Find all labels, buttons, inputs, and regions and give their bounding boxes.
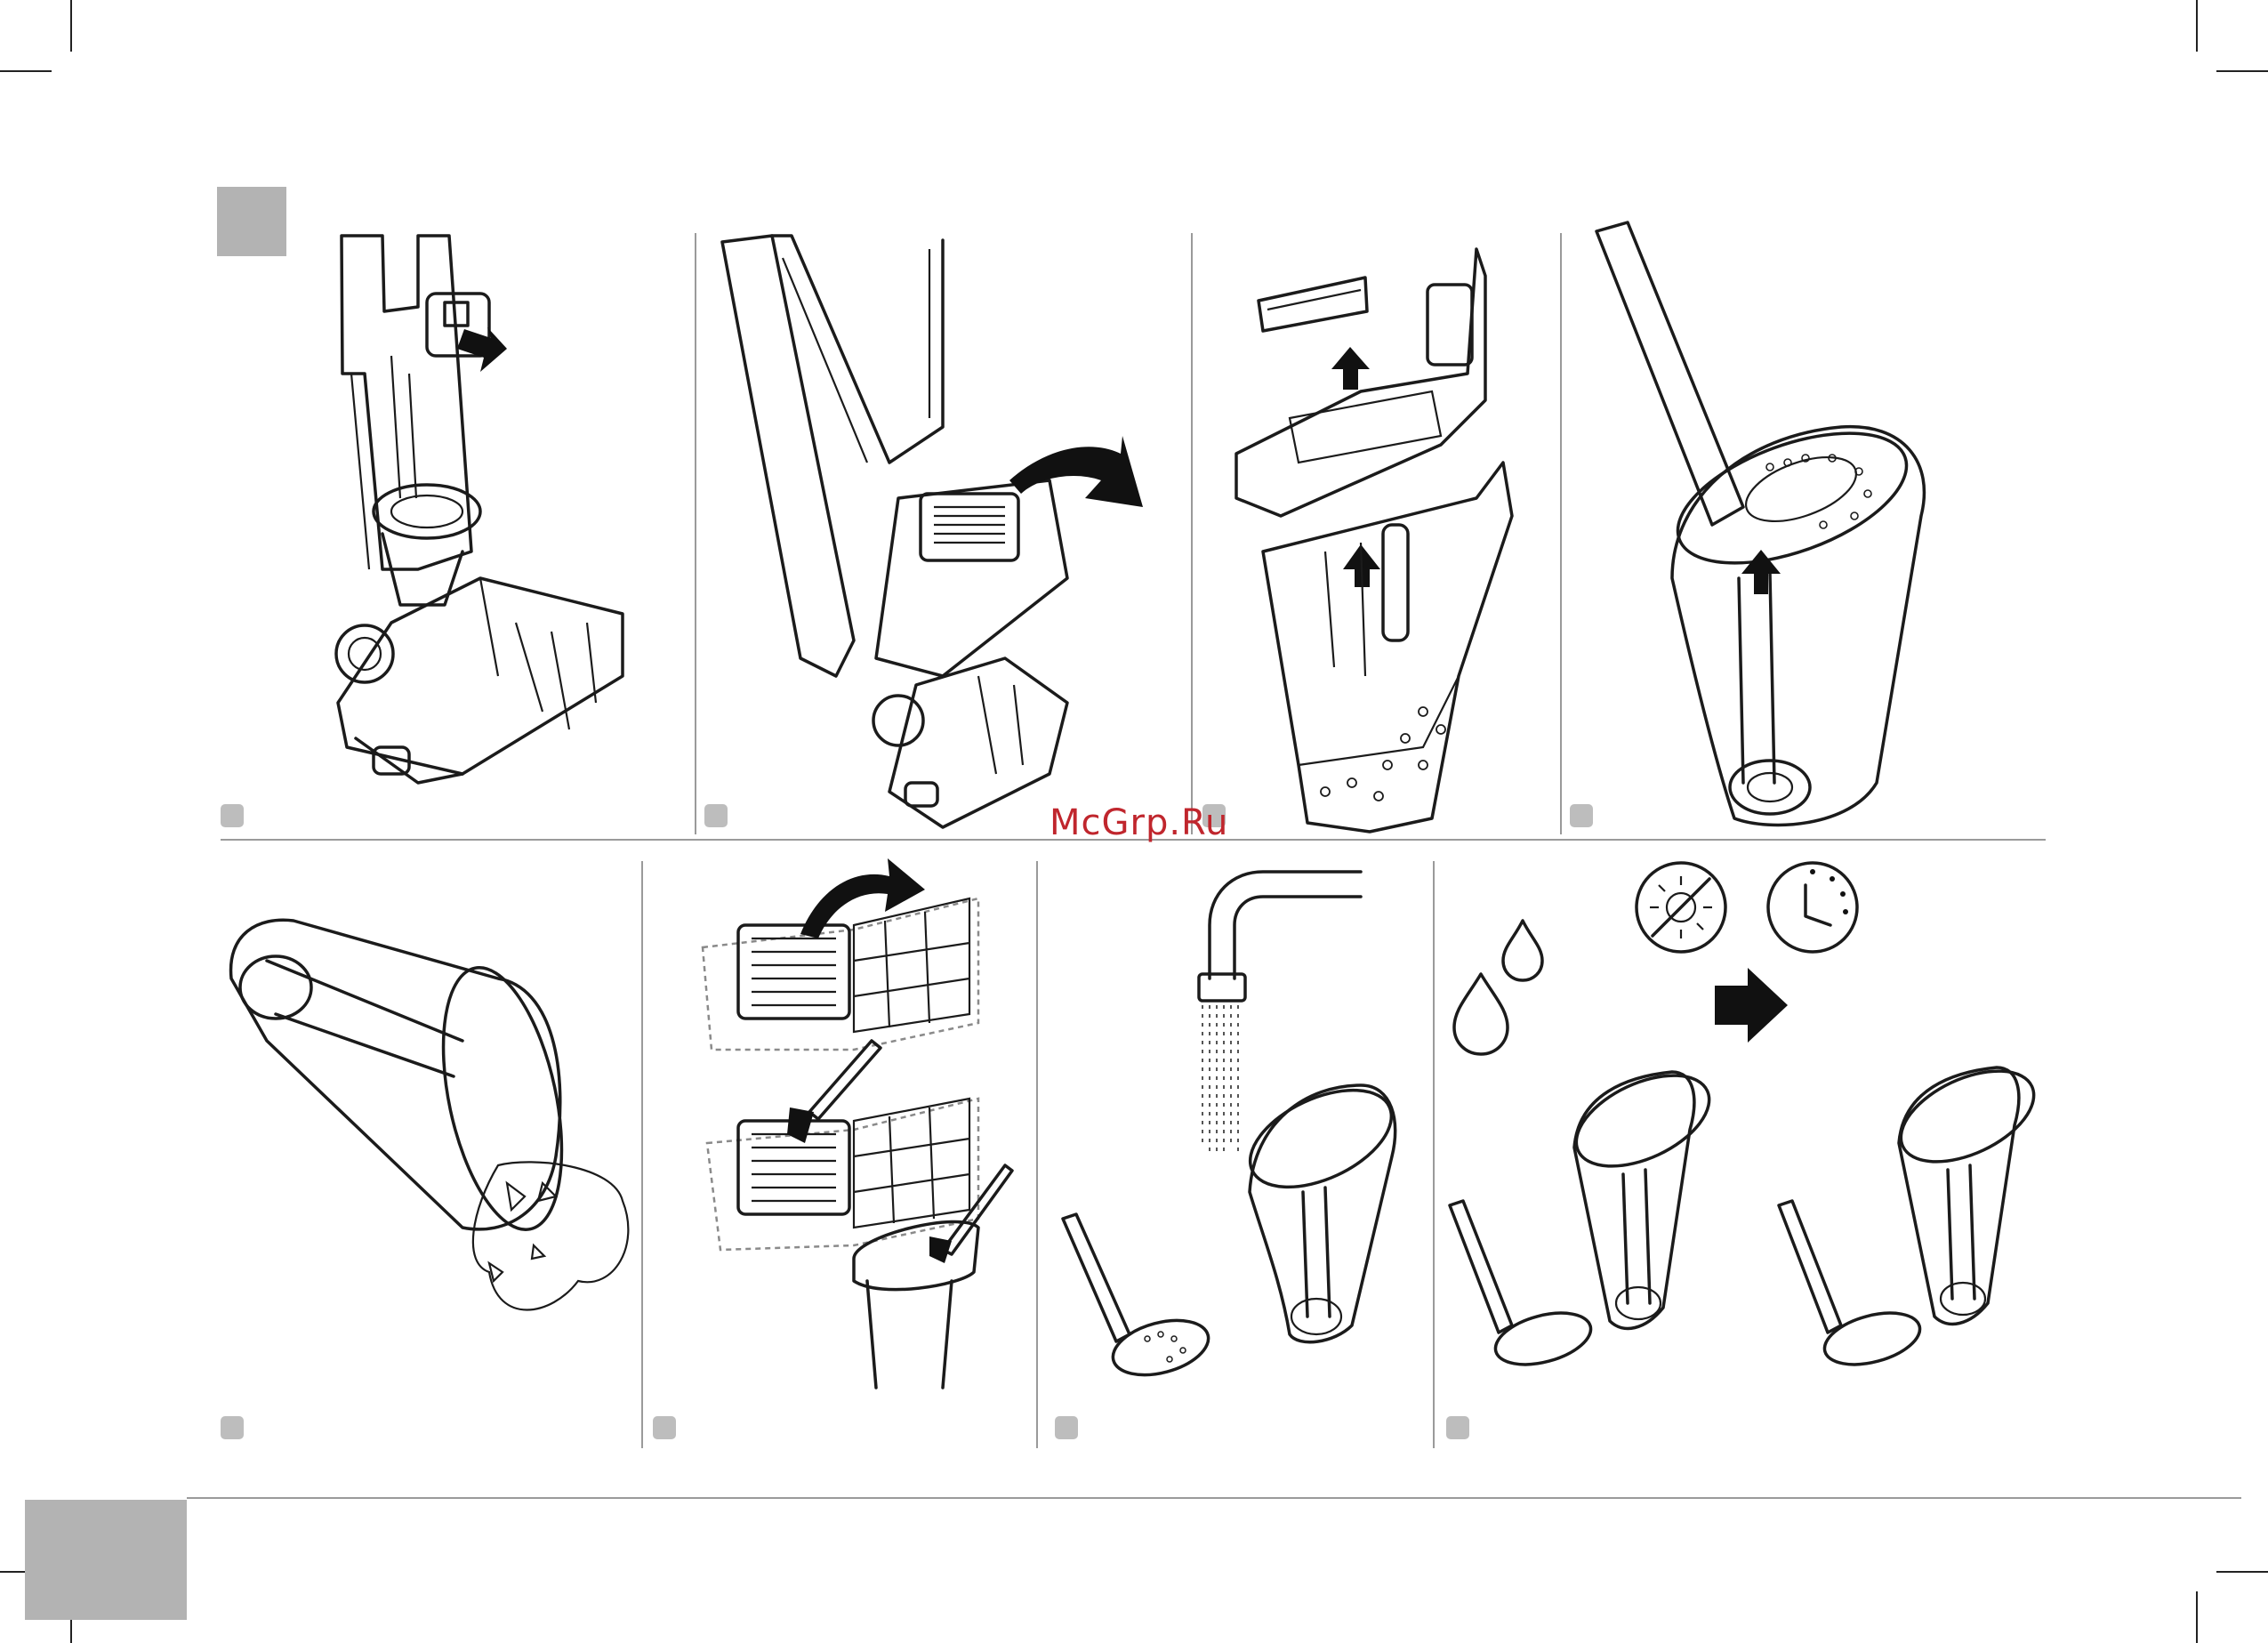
page-corner-block bbox=[25, 1500, 187, 1620]
panel-2-illustration bbox=[722, 236, 1143, 827]
press-arrow-icon bbox=[457, 327, 507, 372]
lift-arrow-icon bbox=[1741, 550, 1781, 594]
panel-1-illustration bbox=[336, 236, 623, 783]
clock-icon bbox=[1768, 863, 1857, 952]
brush-handle bbox=[809, 1041, 881, 1119]
panel-7-illustration bbox=[1063, 872, 1406, 1384]
panel-4-illustration bbox=[1596, 222, 1924, 825]
curved-arrow-icon bbox=[1009, 436, 1143, 507]
watermark-text: McGrp.Ru bbox=[1050, 802, 1228, 843]
water-drop-icon bbox=[1454, 974, 1508, 1054]
panel-6-illustration bbox=[703, 858, 1012, 1388]
section-marker-block bbox=[217, 187, 286, 256]
lift-filter-arrow-icon bbox=[1331, 347, 1370, 390]
water-drop-small-icon bbox=[1503, 921, 1542, 980]
panel-5-illustration bbox=[231, 920, 629, 1309]
no-sun-icon bbox=[1637, 863, 1725, 952]
brush-bristles-icon bbox=[787, 1107, 814, 1143]
water-stream-icon bbox=[1202, 1005, 1238, 1156]
right-arrow-icon bbox=[1715, 968, 1788, 1043]
panel-3-illustration bbox=[1236, 249, 1512, 832]
panel-8-illustration bbox=[1450, 863, 2047, 1373]
